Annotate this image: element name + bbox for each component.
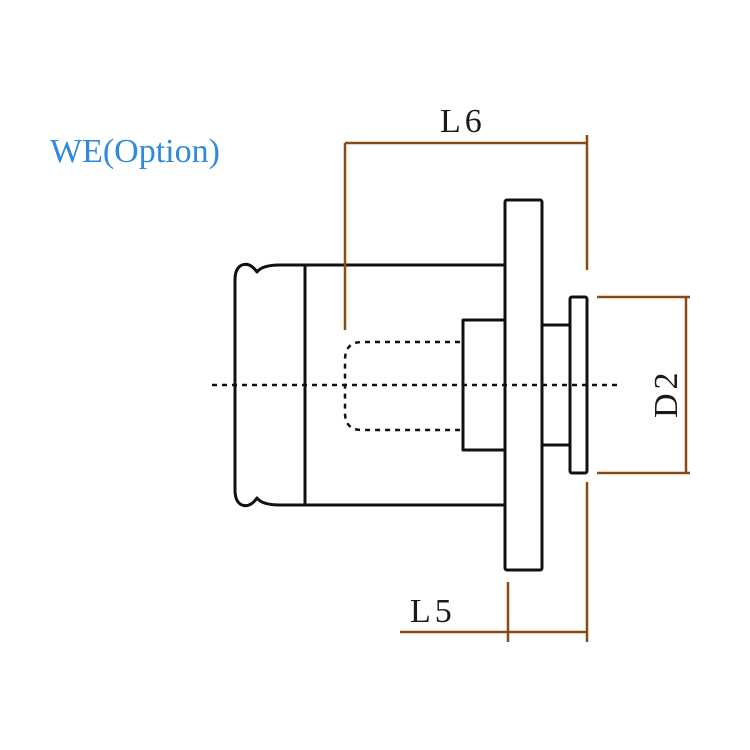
drawing-title: WE(Option) — [50, 133, 220, 170]
dimension-l5: L5 — [400, 482, 589, 642]
dimension-l6: L6 — [343, 103, 589, 330]
adapter-shank-outline — [233, 262, 307, 508]
hidden-bore — [343, 340, 460, 432]
dimension-l6-label: L6 — [440, 103, 486, 140]
dimension-d2: D2 — [597, 295, 690, 475]
dimension-d2-label: D2 — [648, 368, 685, 418]
dimension-l5-label: L5 — [410, 593, 456, 630]
